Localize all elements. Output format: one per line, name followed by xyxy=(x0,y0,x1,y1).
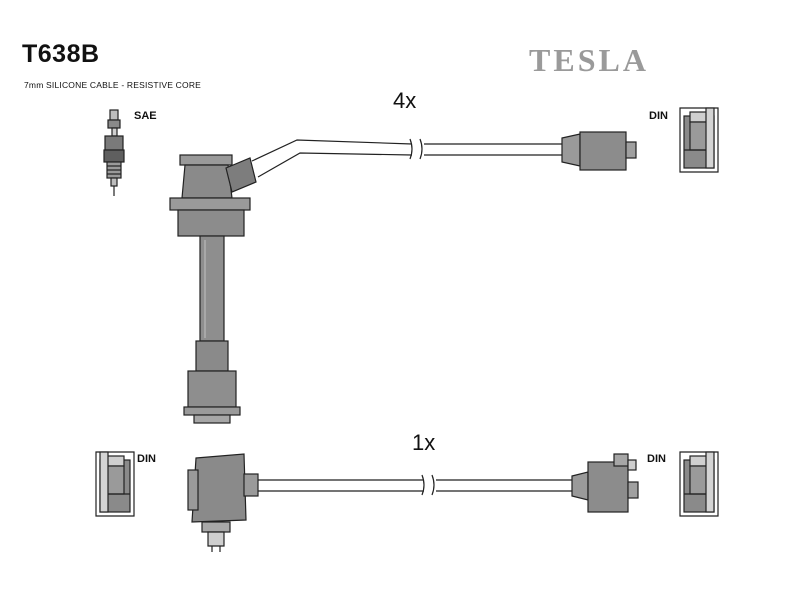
spark-plug-boot xyxy=(169,154,257,424)
coil-connector-top xyxy=(561,131,637,171)
din-label-top-right: DIN xyxy=(649,110,668,122)
din-terminal-bottom-right-icon xyxy=(679,451,719,517)
bottom-cable-quantity: 1x xyxy=(412,430,436,455)
coil-boot-bottom-left xyxy=(187,453,259,552)
spark-plug-icon xyxy=(103,109,125,196)
bottom-cable xyxy=(258,474,572,496)
brand-logo: TESLA xyxy=(529,42,649,78)
coil-connector-bottom-right xyxy=(571,453,639,513)
din-terminal-top-right-icon xyxy=(679,107,719,173)
top-cable-quantity: 4x xyxy=(393,88,417,113)
top-cable xyxy=(251,138,562,178)
sae-label: SAE xyxy=(134,110,157,122)
cable-spec: 7mm SILICONE CABLE - RESISTIVE CORE xyxy=(24,80,202,90)
din-label-bottom-right: DIN xyxy=(647,453,666,465)
din-terminal-bottom-left-icon xyxy=(95,451,135,517)
part-code: T638B xyxy=(22,40,100,68)
din-label-bottom-left: DIN xyxy=(137,453,156,465)
